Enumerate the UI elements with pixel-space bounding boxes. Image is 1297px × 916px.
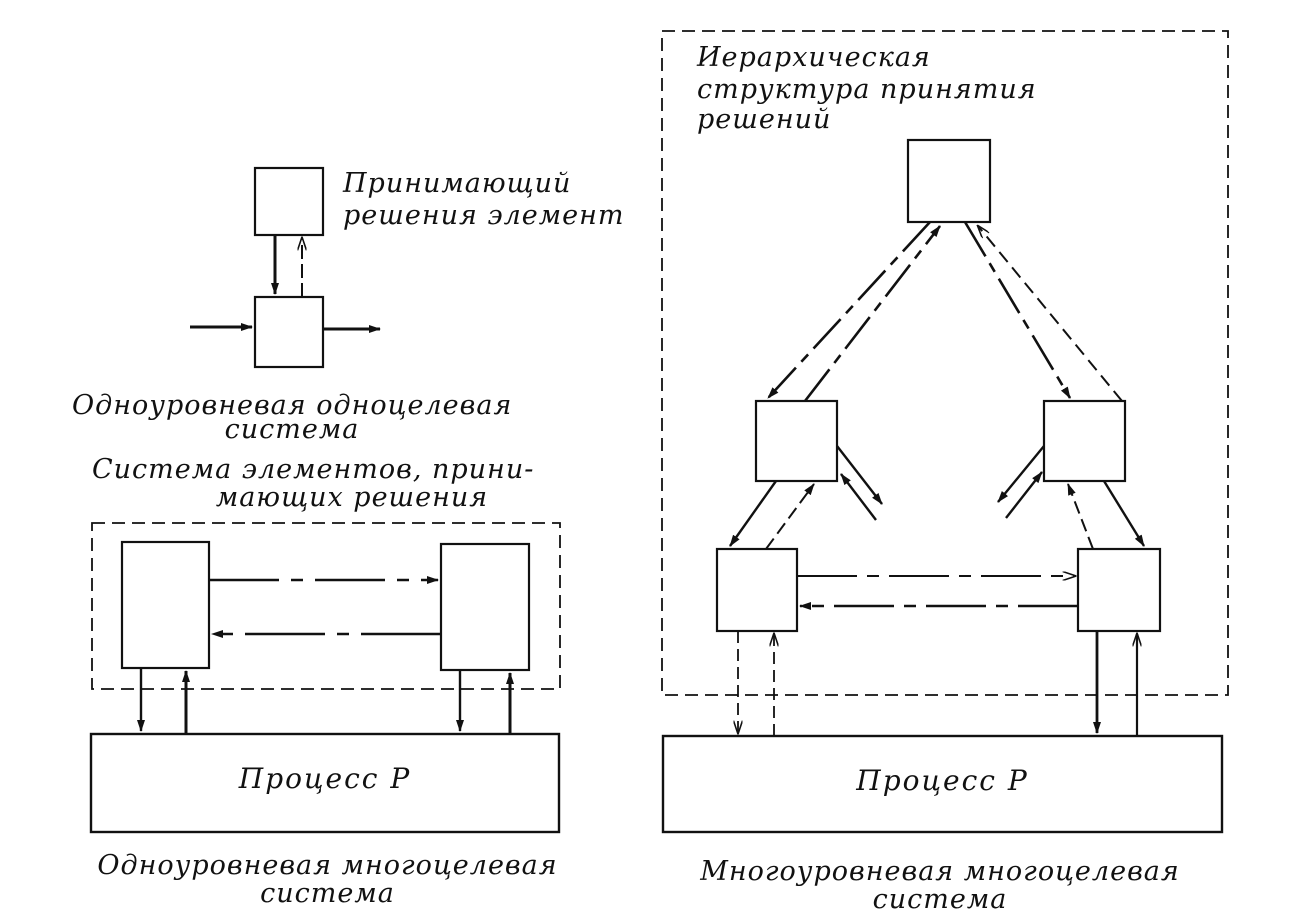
arrow-midright-out xyxy=(997,445,1045,503)
multi-level-caption-line2: система xyxy=(872,884,1008,915)
arrow-midleft-to-top xyxy=(803,225,942,402)
arrow-top-to-midright xyxy=(963,221,1072,399)
hierarchy-boundary xyxy=(661,30,1229,696)
multi-goal-caption-line2: система xyxy=(260,878,395,909)
process-box-left xyxy=(89,732,561,834)
process-label-right: Процесс P xyxy=(856,764,1029,797)
single-goal-system xyxy=(190,166,381,369)
arrow-midleft-in xyxy=(840,473,877,521)
decision-element-box xyxy=(253,166,325,237)
decision-element-right xyxy=(439,542,531,672)
multi-level-multi-goal-system xyxy=(661,30,1229,834)
decision-element-label-line2: решения элемент xyxy=(343,200,625,231)
decision-element-left xyxy=(120,540,211,670)
single-goal-caption-line1: Одноуровневая одноцелевая xyxy=(72,390,513,421)
decision-group-label-line2: мающих решения xyxy=(215,482,489,513)
single-level-multi-goal-system xyxy=(89,522,561,834)
controlled-element-box xyxy=(253,295,325,369)
arrow-midright-in xyxy=(1005,471,1043,519)
arrow-midright-to-top xyxy=(978,226,1123,402)
bottom-left-decision-box xyxy=(715,547,799,633)
decision-element-label-line1: Принимающий xyxy=(343,168,572,199)
arrow-midleft-out xyxy=(836,445,883,505)
single-goal-caption-line2: система xyxy=(224,414,360,445)
arrow-top-to-midleft xyxy=(767,221,931,399)
arrow-bottomright-to-midright xyxy=(1067,483,1094,550)
multi-level-caption-line1: Многоуровневая многоцелевая xyxy=(700,856,1180,887)
hierarchy-label-line3: решений xyxy=(697,104,832,135)
process-box-right xyxy=(661,734,1224,834)
mid-right-decision-box xyxy=(1042,399,1127,483)
multi-goal-caption-line1: Одноуровневая многоцелевая xyxy=(97,850,558,881)
arrow-bottomleft-to-midleft xyxy=(765,483,815,550)
arrow-midleft-to-bottomleft xyxy=(729,480,777,547)
top-decision-box xyxy=(906,138,992,224)
mid-left-decision-box xyxy=(754,399,839,483)
decision-group-boundary xyxy=(91,522,561,690)
process-label-left: Процесс P xyxy=(238,762,412,795)
hierarchy-label-line2: структура принятия xyxy=(697,74,1037,105)
bottom-right-decision-box xyxy=(1076,547,1162,633)
decision-group-label-line1: Система элементов, прини- xyxy=(92,454,535,485)
hierarchy-label-line1: Иерархическая xyxy=(697,42,931,73)
arrow-midright-to-bottomright xyxy=(1102,480,1146,547)
